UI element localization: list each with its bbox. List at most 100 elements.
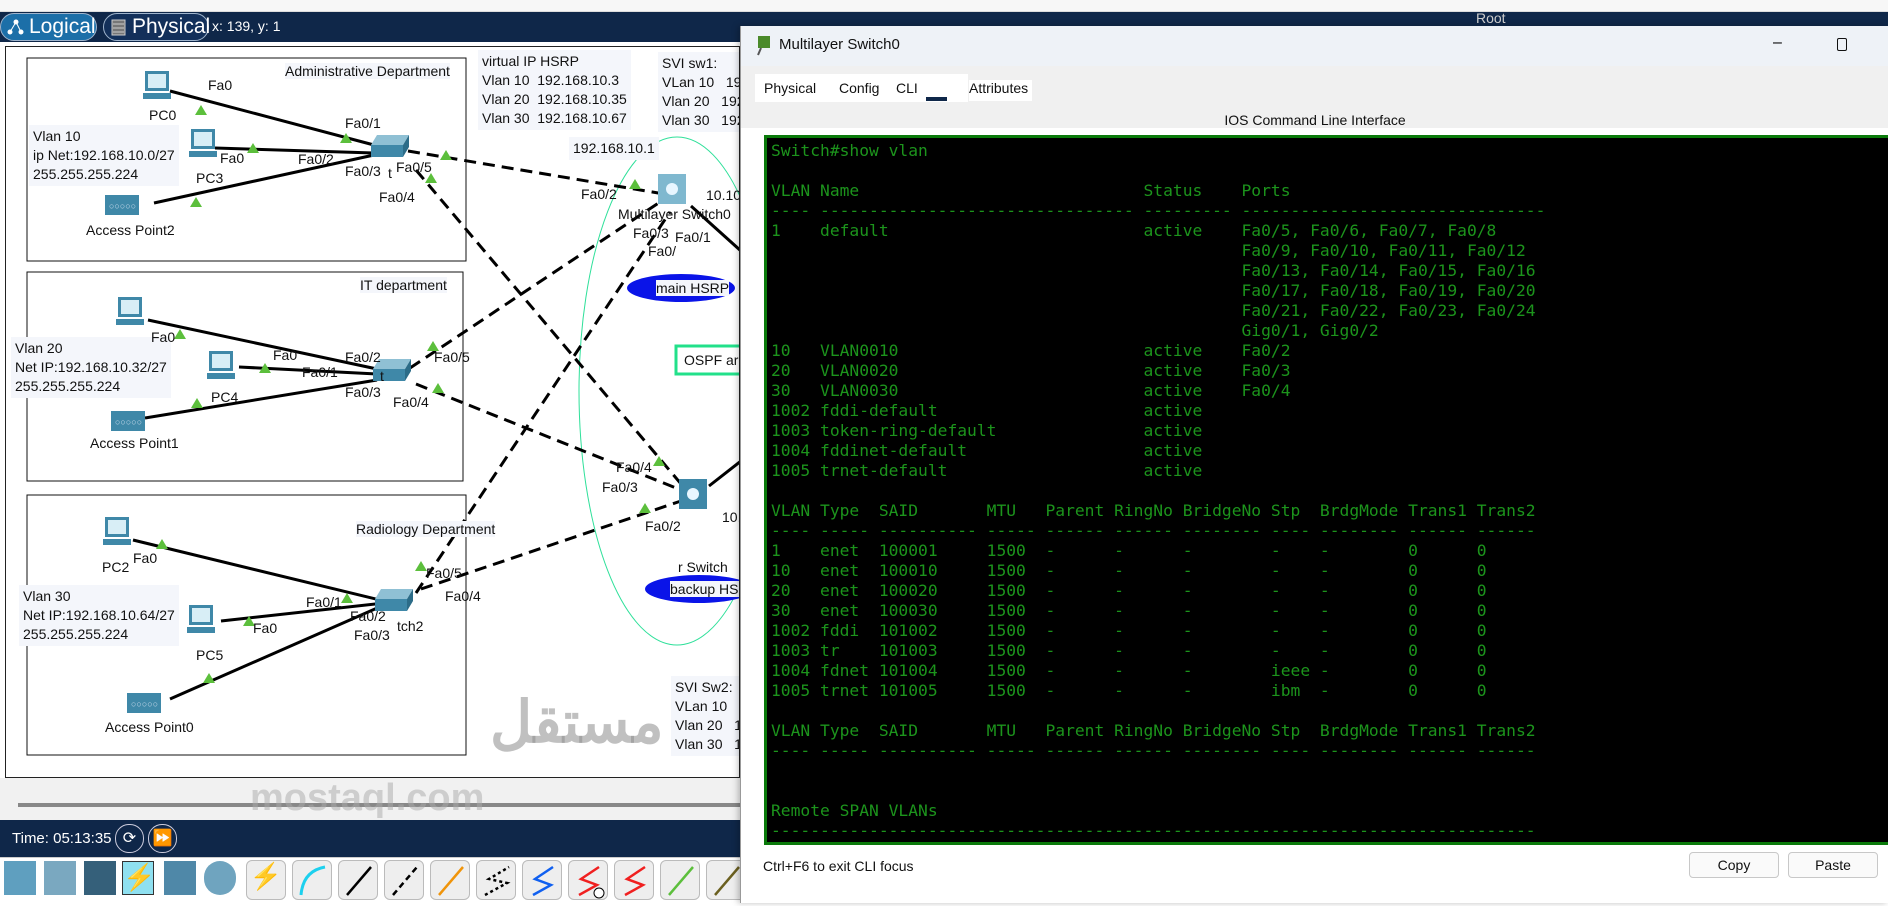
svi-sw1-note: SVI sw1: VLan 10 192. Vlan 20 192.1 Vlan…	[658, 52, 739, 132]
device-label-ap1[interactable]: Access Point1	[90, 435, 179, 451]
octal-cable-icon[interactable]	[660, 860, 700, 900]
port-label: Fa0/3	[354, 627, 390, 643]
device-label-switch2[interactable]: tch2	[397, 618, 424, 634]
paste-button[interactable]: Paste	[1788, 852, 1878, 878]
svg-text:○○○○○: ○○○○○	[131, 699, 158, 709]
cli-line: 30 enet 100030 1500 - - - - - 0 0	[771, 601, 1487, 620]
device-label-pc5[interactable]: PC5	[196, 647, 224, 663]
device-label-pc4[interactable]: PC4	[211, 389, 239, 405]
cli-line	[771, 781, 1888, 801]
cli-line: 1002 fddi-default active	[771, 401, 1203, 420]
logical-view-button[interactable]: Logical	[0, 13, 97, 41]
switch-icon	[371, 135, 409, 157]
copy-button[interactable]: Copy	[1689, 852, 1779, 878]
pc-icon	[189, 129, 217, 157]
cli-line: 1005 trnet-default active	[771, 461, 1203, 480]
multiuser-category-icon[interactable]	[204, 861, 236, 895]
top-menu-strip	[0, 0, 1888, 12]
port-label: Fa0/4	[616, 459, 652, 475]
serial-dte-cable-icon[interactable]	[614, 860, 654, 900]
device-label-mls0[interactable]: Multilayer Switch0	[618, 206, 731, 222]
horizontal-scrollbar[interactable]	[18, 803, 740, 807]
switch-icon	[375, 589, 413, 611]
pc-icon	[187, 605, 215, 633]
physical-label: Physical	[132, 15, 211, 38]
link-status-lights	[156, 105, 665, 683]
cli-line: ---- ----- ---------- ----- ------ -----…	[771, 741, 1536, 760]
port-label: Fa0/3	[633, 225, 669, 241]
crossover-cable-icon[interactable]	[384, 860, 424, 900]
port-label: Fa0/1	[302, 364, 338, 380]
physical-view-button[interactable]: Physical	[103, 13, 211, 41]
port-label: Fa0/1	[345, 115, 381, 131]
port-label: Fa0/5	[434, 349, 470, 365]
svg-text:○○○○○: ○○○○○	[115, 417, 142, 427]
fiber-cable-icon[interactable]	[430, 860, 470, 900]
port-label: Fa0	[220, 150, 245, 166]
switch-icon	[373, 359, 411, 381]
device-label-pc0[interactable]: PC0	[149, 107, 177, 123]
cli-line: Gig0/1, Gig0/2	[771, 321, 1379, 340]
device-label-pc2[interactable]: PC2	[102, 559, 130, 575]
cli-line: 1003 tr 101003 1500 - - - - - 0 0	[771, 641, 1487, 660]
network-devices-category-icon[interactable]	[4, 861, 36, 895]
cli-line: VLAN Type SAID MTU Parent RingNo BridgeN…	[771, 501, 1536, 520]
device-label-pc3[interactable]: PC3	[196, 170, 224, 186]
tab-physical[interactable]: Physical	[764, 80, 817, 96]
port-label: Fa0/3	[602, 479, 638, 495]
main-hsrp-label: main HSRP	[656, 280, 730, 296]
coaxial-cable-icon[interactable]	[522, 860, 562, 900]
serial-dce-cable-icon[interactable]	[568, 860, 608, 900]
device-label-switch0[interactable]: t	[388, 165, 392, 181]
port-label: Fa0	[133, 550, 158, 566]
console-cable-icon[interactable]	[292, 860, 332, 900]
port-label: Fa0/3	[345, 163, 381, 179]
minimize-button[interactable]: –	[1773, 34, 1782, 51]
connections-category-icon[interactable]: ⚡	[122, 861, 155, 895]
port-label: Fa0/5	[396, 159, 432, 175]
multilayer-switch-icon	[679, 479, 707, 509]
pc-icon	[116, 297, 144, 325]
fast-forward-button[interactable]: ⏩	[148, 824, 177, 853]
tab-config[interactable]: Config	[839, 80, 880, 96]
tab-cli[interactable]: CLI	[896, 80, 918, 96]
device-label-mls1[interactable]: r Switch	[678, 559, 728, 575]
port-label: Fa0/2	[345, 349, 381, 365]
cli-line	[771, 761, 1888, 781]
port-label: Fa0	[273, 347, 298, 363]
area-label-radiology: Radiology Department	[356, 521, 496, 537]
end-devices-category-icon[interactable]	[44, 861, 76, 895]
area-label-it: IT department	[360, 277, 447, 293]
phone-cable-icon[interactable]	[476, 860, 516, 900]
power-cycle-button[interactable]: ⟳	[115, 824, 144, 853]
iot-cable-icon[interactable]	[706, 860, 746, 900]
maximize-button[interactable]	[1837, 38, 1847, 51]
port-label: Fa0/	[648, 243, 677, 259]
logical-workspace-canvas[interactable]: ○○○○○ ○○○○○ ○○○○○ Administrative Departm…	[5, 46, 740, 778]
ospf-area-ellipse	[578, 136, 739, 646]
cli-line: Switch#show vlan	[771, 141, 928, 160]
cli-line: VLAN Name Status Ports	[771, 181, 1291, 200]
cli-line: 30 VLAN0030 active Fa0/4	[771, 381, 1291, 400]
hsrp-note: virtual IP HSRP Vlan 10 192.168.10.3 Vla…	[478, 50, 631, 130]
pc-icon	[143, 71, 171, 99]
components-category-icon[interactable]	[84, 861, 116, 895]
cli-line: 1 enet 100001 1500 - - - - - 0 0	[771, 541, 1487, 560]
rack-icon	[111, 19, 126, 36]
port-label: Fa0	[151, 329, 176, 345]
svi-sw2-note: SVI Sw2: VLan 10 1 Vlan 20 19 Vlan 30 19	[671, 676, 739, 756]
access-point-icon: ○○○○○	[127, 693, 161, 713]
port-label: Fa0/2	[645, 518, 681, 534]
vlan30-note: Vlan 30 Net IP:192.168.10.64/27 255.255.…	[19, 585, 179, 646]
device-label-ap0[interactable]: Access Point0	[105, 719, 194, 735]
device-label-switch1[interactable]: t	[380, 368, 384, 384]
auto-connection-icon[interactable]: ⚡	[246, 860, 286, 900]
straight-through-cable-icon[interactable]	[338, 860, 378, 900]
copper-links	[132, 89, 739, 701]
tab-attributes[interactable]: Attributes	[969, 80, 1033, 101]
device-label-ap2[interactable]: Access Point2	[86, 222, 175, 238]
miscellaneous-category-icon[interactable]	[164, 861, 196, 895]
window-titlebar[interactable]: Multilayer Switch0 –	[741, 26, 1888, 66]
mls1-ip-note: 10.	[722, 509, 740, 525]
